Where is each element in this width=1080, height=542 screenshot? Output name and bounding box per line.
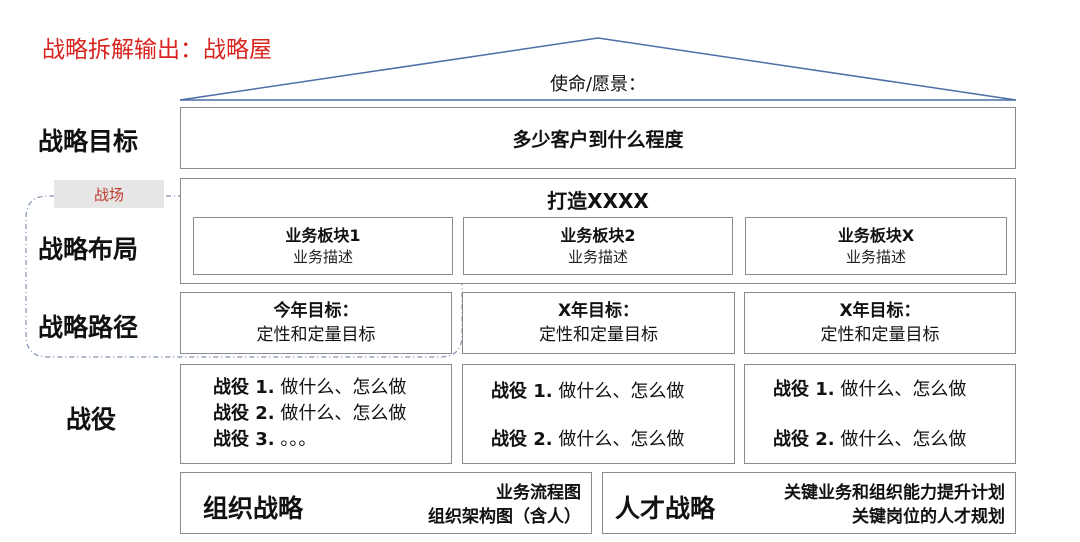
org-detail-line: 组织架构图（含人） xyxy=(428,507,581,527)
org-strategy-title: 组织战略 xyxy=(203,494,304,523)
path-title: 今年目标： xyxy=(273,301,359,321)
campaign-text: 做什么、怎么做 xyxy=(280,377,407,398)
campaign-number: 战役 2. xyxy=(213,403,275,424)
goal-box: 多少客户到什么程度 xyxy=(180,107,1016,169)
campaign-item: 战役 1. 做什么、怎么做 xyxy=(213,375,406,401)
business-block-desc: 业务描述 xyxy=(292,248,353,266)
campaign-number: 战役 1. xyxy=(213,377,275,398)
campaign-text: 做什么、怎么做 xyxy=(280,403,407,424)
page-title: 战略拆解输出：战略屋 xyxy=(42,37,272,63)
campaign-item: 战役 3. 。。。 xyxy=(213,427,316,453)
campaign-text: 做什么、怎么做 xyxy=(558,381,685,402)
campaign-box-2: 战役 1. 做什么、怎么做 战役 2. 做什么、怎么做 xyxy=(462,364,735,464)
campaign-item: 战役 2. 做什么、怎么做 xyxy=(213,401,406,427)
layout-box: 打造XXXX 业务板块1 业务描述 业务板块2 业务描述 业务板块X 业务描述 xyxy=(180,178,1016,284)
row-label-goal: 战略目标 xyxy=(38,127,139,156)
path-box-3: X年目标： 定性和定量目标 xyxy=(744,292,1016,354)
business-block-title: 业务板块X xyxy=(837,226,915,245)
campaign-number: 战役 1. xyxy=(773,379,835,400)
talent-strategy-details: 关键业务和组织能力提升计划 关键岗位的人才规划 xyxy=(784,481,1005,529)
path-desc: 定性和定量目标 xyxy=(539,325,658,345)
campaign-text: 做什么、怎么做 xyxy=(840,379,967,400)
campaign-number: 战役 2. xyxy=(491,429,553,450)
campaign-item: 战役 1. 做什么、怎么做 xyxy=(491,379,684,405)
business-block-2: 业务板块2 业务描述 xyxy=(463,217,733,275)
layout-title: 打造XXXX xyxy=(547,189,649,213)
business-block-desc: 业务描述 xyxy=(567,248,628,266)
path-box-2: X年目标： 定性和定量目标 xyxy=(462,292,735,354)
org-strategy-box: 组织战略 业务流程图 组织架构图（含人） xyxy=(180,472,592,534)
row-label-layout: 战略布局 xyxy=(38,235,139,264)
business-block-desc: 业务描述 xyxy=(845,248,906,266)
campaign-item: 战役 2. 做什么、怎么做 xyxy=(773,427,966,453)
campaign-text: 做什么、怎么做 xyxy=(558,429,685,450)
campaign-text: 。。。 xyxy=(280,429,317,450)
row-label-campaign: 战役 xyxy=(66,405,117,434)
path-box-1: 今年目标： 定性和定量目标 xyxy=(180,292,452,354)
business-block-title: 业务板块2 xyxy=(560,226,636,245)
path-title: X年目标： xyxy=(557,301,640,321)
path-title: X年目标： xyxy=(839,301,921,321)
campaign-box-1: 战役 1. 做什么、怎么做 战役 2. 做什么、怎么做 战役 3. 。。。 xyxy=(180,364,452,464)
talent-detail-line: 关键岗位的人才规划 xyxy=(852,507,1005,527)
business-block-title: 业务板块1 xyxy=(285,226,361,245)
campaign-text: 做什么、怎么做 xyxy=(840,429,967,450)
business-block-x: 业务板块X 业务描述 xyxy=(745,217,1007,275)
talent-detail-line: 关键业务和组织能力提升计划 xyxy=(784,483,1005,503)
talent-strategy-box: 人才战略 关键业务和组织能力提升计划 关键岗位的人才规划 xyxy=(602,472,1016,534)
row-label-path: 战略路径 xyxy=(38,313,139,342)
battlefield-tag: 战场 xyxy=(54,180,164,208)
business-block-1: 业务板块1 业务描述 xyxy=(193,217,453,275)
org-strategy-details: 业务流程图 组织架构图（含人） xyxy=(428,481,581,529)
campaign-number: 战役 1. xyxy=(491,381,553,402)
org-detail-line: 业务流程图 xyxy=(496,483,581,503)
path-desc: 定性和定量目标 xyxy=(256,325,376,345)
campaign-number: 战役 2. xyxy=(773,429,835,450)
roof xyxy=(179,37,1017,101)
campaign-box-3: 战役 1. 做什么、怎么做 战役 2. 做什么、怎么做 xyxy=(744,364,1016,464)
campaign-number: 战役 3. xyxy=(213,429,275,450)
campaign-item: 战役 1. 做什么、怎么做 xyxy=(773,377,966,403)
talent-strategy-title: 人才战略 xyxy=(615,494,716,523)
campaign-item: 战役 2. 做什么、怎么做 xyxy=(491,427,684,453)
path-desc: 定性和定量目标 xyxy=(820,325,940,345)
roof-outline xyxy=(179,37,1017,101)
mission-label: 使命/愿景： xyxy=(549,74,647,95)
